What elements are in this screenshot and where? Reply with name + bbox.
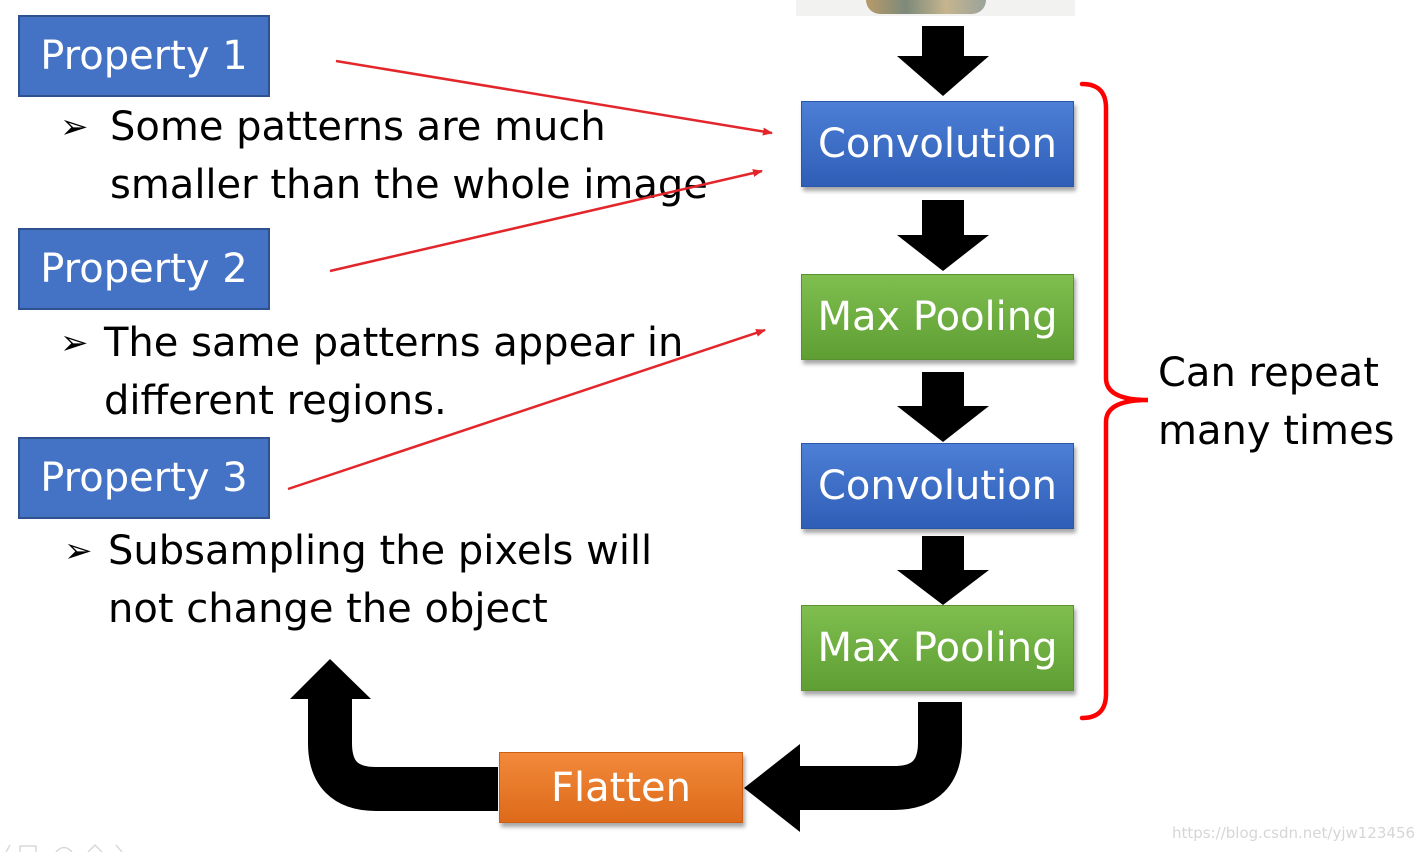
bullet-arrow-icon: ➢ — [60, 107, 89, 147]
property-1-text-line1: Some patterns are much — [110, 104, 606, 150]
down-arrow-2 — [897, 200, 989, 271]
max-pooling-box-1: Max Pooling — [801, 274, 1074, 360]
convolution-box-2: Convolution — [801, 443, 1074, 529]
convolution-label-1: Convolution — [818, 121, 1057, 167]
property-1-bullet: ➢ Some patterns are much smaller than th… — [60, 98, 720, 214]
bullet-arrow-icon: ➢ — [60, 323, 89, 363]
property-1-label: Property 1 — [40, 33, 248, 79]
pointer-arrow-property-2 — [329, 169, 763, 273]
convolution-label-2: Convolution — [818, 463, 1057, 509]
property-2-bullet: ➢ The same patterns appear in different … — [60, 314, 720, 430]
max-pooling-label-2: Max Pooling — [817, 625, 1058, 671]
curved-arrow-to-flatten-head — [744, 744, 800, 832]
max-pooling-box-2: Max Pooling — [801, 605, 1074, 691]
pointer-arrow-property-1 — [335, 59, 773, 136]
repeat-note-line1: Can repeat — [1158, 350, 1379, 396]
property-3-text-line2: not change the object — [108, 586, 548, 632]
property-1-box: Property 1 — [18, 15, 270, 97]
property-2-box: Property 2 — [18, 228, 270, 310]
down-arrow-3 — [897, 372, 989, 442]
property-3-text-line1: Subsampling the pixels will — [108, 528, 653, 574]
repeat-brace — [1079, 81, 1149, 721]
cat-image-crop — [796, 0, 1075, 16]
down-arrow-1 — [897, 26, 989, 96]
property-1-text-line2: smaller than the whole image — [110, 162, 708, 208]
property-2-text-line2: different regions. — [104, 378, 447, 424]
bullet-arrow-icon: ➢ — [64, 531, 93, 571]
property-3-bullet: ➢ Subsampling the pixels will not change… — [64, 522, 724, 638]
convolution-box-1: Convolution — [801, 101, 1074, 187]
repeat-note-line2: many times — [1158, 408, 1395, 454]
curved-arrow-from-flatten — [308, 697, 498, 811]
down-arrow-4 — [897, 536, 989, 605]
property-2-text-line1: The same patterns appear in — [104, 320, 684, 366]
property-3-label: Property 3 — [40, 455, 248, 501]
curved-arrow-from-flatten-head — [290, 659, 371, 699]
curved-arrow-to-flatten — [798, 702, 962, 810]
repeat-note: Can repeat many times — [1158, 344, 1394, 460]
property-2-label: Property 2 — [40, 246, 248, 292]
pointer-arrow-property-3 — [287, 328, 766, 491]
flatten-box: Flatten — [499, 752, 743, 823]
max-pooling-label-1: Max Pooling — [817, 294, 1058, 340]
property-3-box: Property 3 — [18, 437, 270, 519]
slide-toolbar-icons — [5, 843, 123, 852]
watermark: https://blog.csdn.net/yjw123456 — [1172, 824, 1415, 842]
flatten-label: Flatten — [551, 764, 691, 811]
